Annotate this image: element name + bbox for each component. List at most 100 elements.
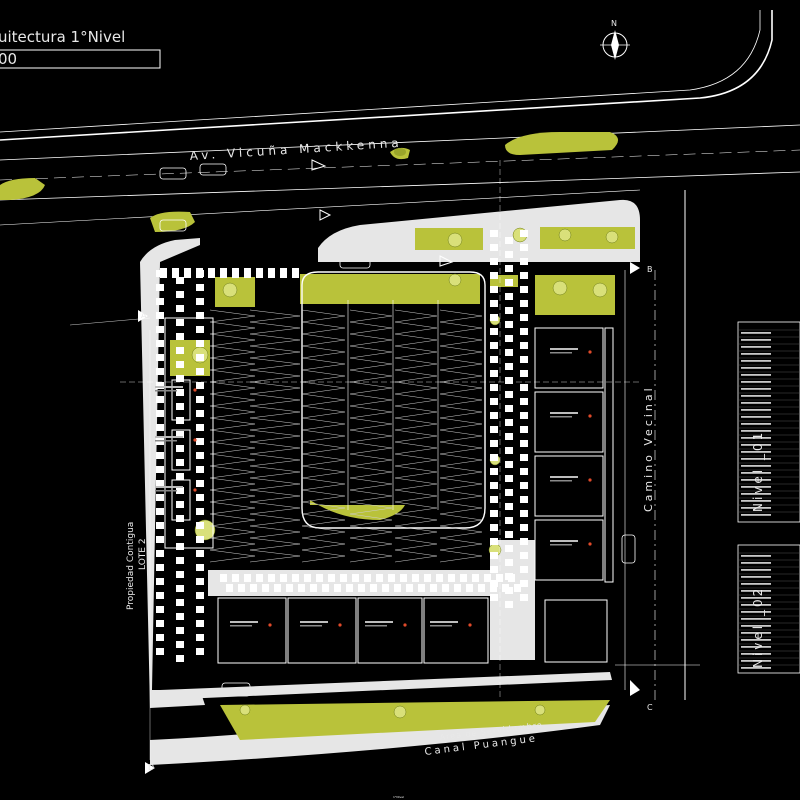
crosswalk-stripe <box>316 574 323 582</box>
crosswalk-stripe <box>448 574 455 582</box>
crosswalk-stripe <box>156 424 164 431</box>
crosswalk-stripe <box>520 524 528 531</box>
crosswalk-stripe <box>176 641 184 648</box>
crosswalk-stripe <box>352 574 359 582</box>
crosswalk-stripe <box>505 461 513 468</box>
crosswalk-stripe <box>220 268 227 278</box>
crosswalk-stripe <box>176 389 184 396</box>
drawing-scale: 00 <box>0 50 17 68</box>
crosswalk-stripe <box>196 466 204 473</box>
unit-tag-mark <box>588 542 592 546</box>
stall-zigzag <box>394 309 438 563</box>
crosswalk-stripe <box>454 584 461 592</box>
crosswalk-stripe <box>358 584 365 592</box>
crosswalk-stripe <box>280 574 287 582</box>
crosswalk-stripe <box>274 584 281 592</box>
crosswalk-stripe <box>505 433 513 440</box>
right-crosswalk-stripes <box>160 230 528 608</box>
crosswalk-stripe <box>160 268 167 278</box>
crosswalk-stripe <box>156 284 164 291</box>
parking-stalls <box>209 309 483 563</box>
crosswalk-stripe <box>505 251 513 258</box>
table-text-line <box>741 618 771 620</box>
crosswalk-stripe <box>156 606 164 613</box>
crosswalk-stripe <box>292 574 299 582</box>
crosswalk-stripe <box>156 312 164 319</box>
crosswalk-stripe <box>346 584 353 592</box>
unit-text-line <box>430 621 458 623</box>
table-text-line <box>741 465 771 467</box>
crosswalk-stripe <box>520 552 528 559</box>
crosswalk-stripe <box>520 538 528 545</box>
crosswalk-stripe <box>220 574 227 582</box>
table-text-line <box>741 555 771 557</box>
crosswalk-stripe <box>156 452 164 459</box>
crosswalk-stripe <box>505 391 513 398</box>
crosswalk-stripe <box>196 494 204 501</box>
central-parking-island <box>301 271 486 529</box>
crosswalk-stripe <box>176 515 184 522</box>
crosswalk-stripe <box>232 268 239 278</box>
unit-text-line <box>155 390 177 392</box>
dimension-lines <box>69 160 640 760</box>
crosswalk-stripe <box>490 538 498 545</box>
crosswalk-stripe <box>196 648 204 655</box>
unit-text-line <box>155 386 183 388</box>
crosswalk-stripe <box>176 627 184 634</box>
unit-text-line <box>550 412 578 414</box>
crosswalk-stripe <box>310 584 317 592</box>
unit-text-line <box>550 544 572 546</box>
crosswalk-stripe <box>388 574 395 582</box>
camino-vecinal-boundary <box>615 190 700 700</box>
crosswalk-stripe <box>394 584 401 592</box>
crosswalk-stripe <box>298 584 305 592</box>
crosswalk-stripe <box>505 265 513 272</box>
crosswalk-stripe <box>400 574 407 582</box>
unit-text-line <box>365 625 387 627</box>
crosswalk-stripe <box>505 531 513 538</box>
crosswalk-stripe <box>156 550 164 557</box>
unit-text-line <box>550 476 578 478</box>
stall-zigzag <box>439 309 483 563</box>
crosswalk-stripe <box>156 480 164 487</box>
section-marker-d: D <box>148 763 154 772</box>
crosswalk-stripe <box>304 574 311 582</box>
unit-text-line <box>300 625 322 627</box>
table-text-line <box>741 479 771 481</box>
camino-vecinal-label: Camino Vecinal <box>642 385 655 512</box>
crosswalk-stripe <box>156 564 164 571</box>
table-text-line <box>741 360 771 362</box>
crosswalk-stripe <box>490 524 498 531</box>
table-text-line <box>741 507 771 509</box>
crosswalk-stripe <box>490 230 498 237</box>
crosswalk-stripe <box>382 584 389 592</box>
crosswalk-stripe <box>156 382 164 389</box>
crosswalk-stripe <box>490 328 498 335</box>
crosswalk-stripe <box>156 522 164 529</box>
crosswalk-stripe <box>505 559 513 566</box>
unit-text-line <box>550 348 578 350</box>
crosswalk-stripe <box>262 584 269 592</box>
crosswalk-stripe <box>156 578 164 585</box>
crosswalk-stripe <box>490 384 498 391</box>
crosswalk-stripe <box>520 398 528 405</box>
table-text-line <box>741 625 771 627</box>
crosswalk-stripe <box>156 368 164 375</box>
table-text-line <box>741 339 771 341</box>
crosswalk-stripe <box>196 634 204 641</box>
crosswalk-stripe <box>196 396 204 403</box>
crosswalk-stripe <box>176 599 184 606</box>
crosswalk-stripe <box>490 244 498 251</box>
crosswalk-stripe <box>490 314 498 321</box>
unit-tag-mark <box>403 623 407 627</box>
crosswalk-stripe <box>484 574 491 582</box>
crosswalk-stripe <box>520 272 528 279</box>
table-text-line <box>741 653 771 655</box>
unit-text-line <box>155 490 177 492</box>
table-text-line <box>741 388 771 390</box>
crosswalk-stripe <box>196 550 204 557</box>
crosswalk-stripe <box>176 585 184 592</box>
crosswalk-stripe <box>364 574 371 582</box>
